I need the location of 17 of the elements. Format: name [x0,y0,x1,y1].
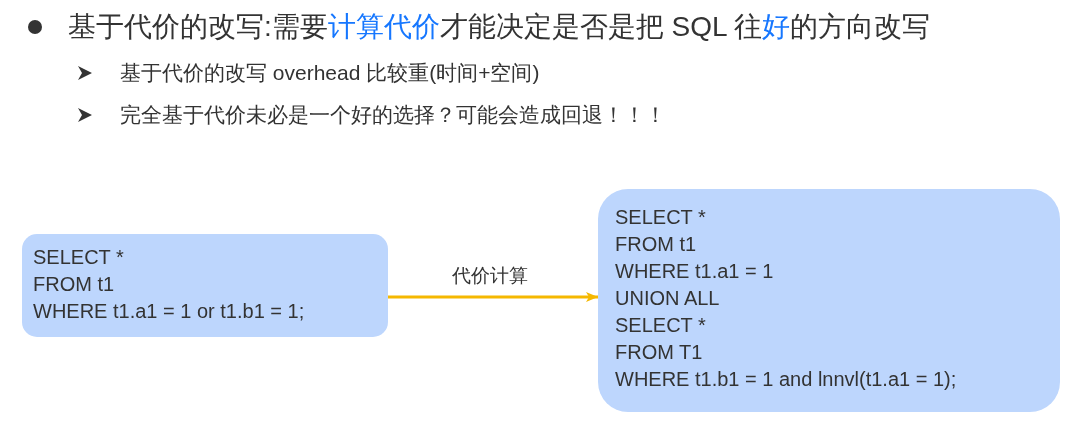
code-line: WHERE t1.b1 = 1 and lnnvl(t1.a1 = 1); [615,367,957,392]
code-line: FROM t1 [615,232,697,257]
code-line: SELECT * [615,205,706,230]
arrow [388,292,598,302]
code-line: UNION ALL [615,286,720,311]
bullet-text: 基于代价的改写 overhead 比较重(时间+空间) [120,60,540,86]
code-line: FROM t1 [33,272,115,297]
code-line: WHERE t1.a1 = 1 or t1.b1 = 1; [33,299,305,324]
rounded-box [598,189,1060,412]
code-line: SELECT * [33,245,124,270]
heading: 基于代价的改写:需要计算代价才能决定是否是把 SQL 往好的方向改写 [68,10,931,44]
bullet-text: 完全基于代价未必是一个好的选择？可能会造成回退！！！ [120,102,666,128]
edge-label: 代价计算 [450,264,530,288]
code-line: SELECT * [615,313,706,338]
code-line: FROM T1 [615,340,703,365]
rounded-box [22,234,388,337]
code-line: WHERE t1.a1 = 1 [615,259,774,284]
